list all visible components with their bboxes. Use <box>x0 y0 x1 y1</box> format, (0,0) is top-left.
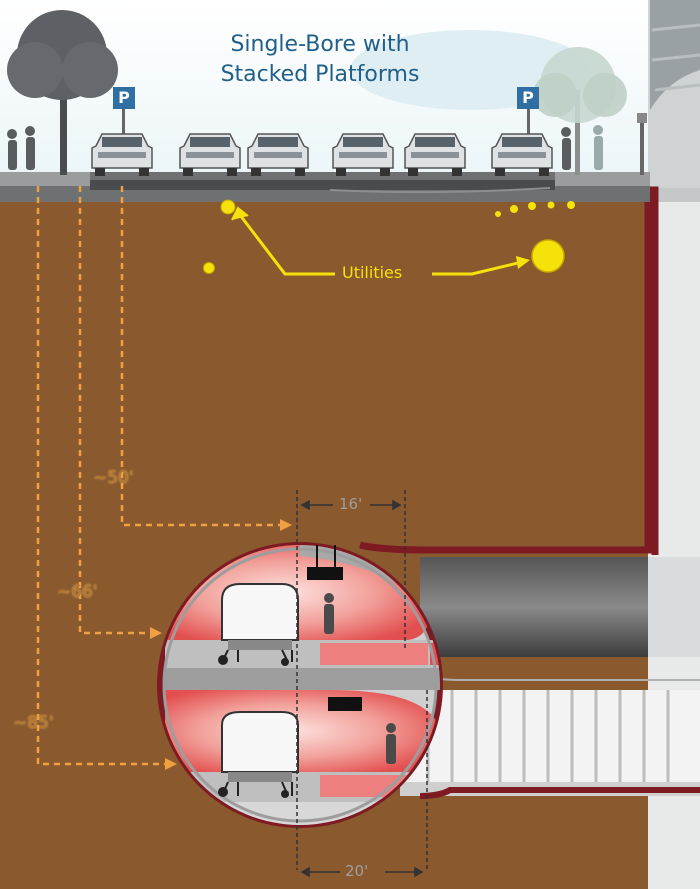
parking-sign-left: P <box>113 87 135 109</box>
pedestrians-left <box>7 126 35 170</box>
lower-platform-level <box>165 690 440 772</box>
lower-corridor <box>400 671 700 799</box>
street-lamp <box>637 113 647 175</box>
tree-right <box>533 47 627 175</box>
parking-sign-right: P <box>517 87 539 109</box>
pedestrians-right <box>561 125 603 170</box>
access-tunnel <box>420 557 648 657</box>
sign-pole-left <box>122 108 125 138</box>
width-label-bottom: 20' <box>345 862 369 880</box>
train-upper <box>218 583 299 666</box>
depth-guides <box>36 186 280 766</box>
depth-label-50: ~50' <box>93 468 134 488</box>
utilities <box>203 199 575 276</box>
title-line-2: Stacked Platforms <box>220 62 420 87</box>
car <box>179 133 241 176</box>
width-label-top: 16' <box>339 495 363 513</box>
utilities-label: Utilities <box>342 263 403 282</box>
dimension-arrows <box>300 499 424 878</box>
train-lower <box>218 711 299 798</box>
main-utility-pipe <box>531 239 565 273</box>
car <box>332 133 394 176</box>
depth-label-66: ~66' <box>57 582 98 602</box>
people-in-bore <box>324 593 396 764</box>
depth-arrows <box>150 519 292 770</box>
car <box>91 133 153 176</box>
depth-label-85: ~85' <box>13 713 54 733</box>
dimension-lines <box>296 490 428 870</box>
car <box>247 133 309 176</box>
title-line-1: Single-Bore with <box>230 32 410 57</box>
car <box>491 133 553 176</box>
sign-pole-right <box>527 108 530 138</box>
cars <box>91 133 553 176</box>
tree-left <box>7 10 118 175</box>
diagram-title: Single-Bore with Stacked Platforms <box>150 30 490 90</box>
street <box>0 172 650 202</box>
car <box>404 133 466 176</box>
